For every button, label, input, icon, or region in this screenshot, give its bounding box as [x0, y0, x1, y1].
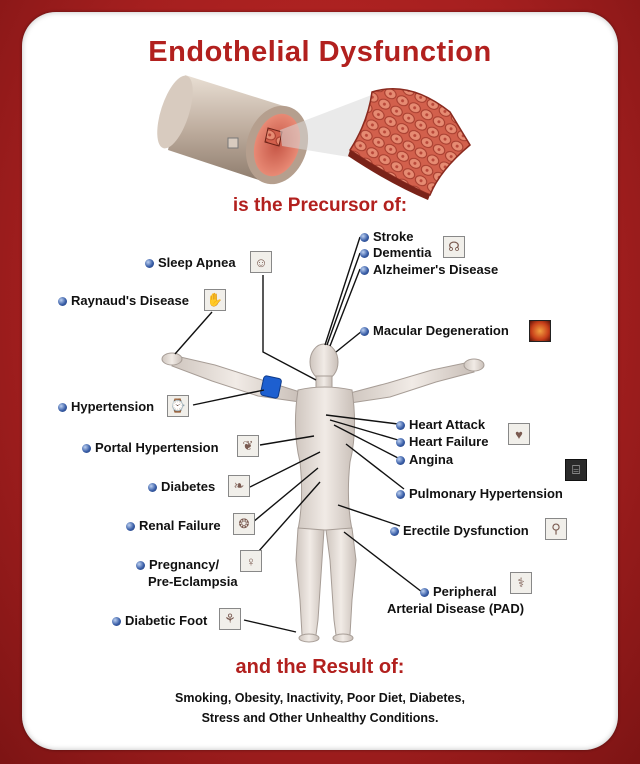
condition-renal-failure: Renal Failure: [126, 518, 221, 534]
sleeping-person-thumbnail-icon: ☺: [250, 251, 272, 273]
heart-thumbnail-icon: ♥: [508, 423, 530, 445]
condition-label: Peripheral: [433, 584, 497, 599]
causes-line-2: Stress and Other Unhealthy Conditions.: [201, 711, 439, 725]
condition-pregnancy: Pregnancy/: [136, 557, 219, 573]
pancreas-thumbnail-icon: ❧: [228, 475, 250, 497]
retina-thumbnail-icon: [529, 320, 551, 342]
bullet-sphere-icon: [360, 266, 369, 275]
condition-diabetes: Diabetes: [148, 479, 215, 495]
page-title: Endothelial Dysfunction: [148, 36, 492, 68]
condition-label: Erectile Dysfunction: [403, 523, 529, 538]
condition-macular-degeneration: Macular Degeneration: [360, 323, 509, 339]
condition-label: Stroke: [373, 229, 414, 244]
condition-label: Heart Attack: [409, 417, 486, 432]
precursor-heading: is the Precursor of:: [232, 195, 408, 216]
blood-vessel-illustration: [157, 75, 309, 185]
condition-hypertension: Hypertension: [58, 399, 154, 415]
condition-peripheral: Peripheral: [420, 584, 497, 600]
liver-thumbnail-icon: ❦: [237, 435, 259, 457]
condition-pre-eclampsia: Pre-Eclampsia: [148, 574, 238, 589]
condition-label: Pregnancy/: [149, 557, 220, 572]
condition-peripheral-arterial-disease: Arterial Disease (PAD): [387, 601, 525, 616]
condition-label: Diabetes: [161, 479, 216, 494]
condition-dementia: Dementia: [360, 245, 432, 261]
blood-pressure-cuff: [260, 375, 282, 399]
bullet-sphere-icon: [126, 522, 135, 531]
condition-alzheimers: Alzheimer's Disease: [360, 262, 498, 278]
condition-label: Hypertension: [71, 399, 155, 414]
condition-portal-hypertension: Portal Hypertension: [82, 440, 219, 456]
condition-label: Alzheimer's Disease: [373, 262, 499, 277]
condition-label: Heart Failure: [409, 434, 489, 449]
result-heading: and the Result of:: [235, 656, 405, 678]
condition-heart-failure: Heart Failure: [396, 434, 488, 450]
legs-thumbnail-icon: ⚕: [510, 572, 532, 594]
bullet-sphere-icon: [360, 233, 369, 242]
condition-sleep-apnea: Sleep Apnea: [145, 255, 236, 271]
anatomy-thumbnail-icon: ⚲: [545, 518, 567, 540]
bullet-sphere-icon: [360, 327, 369, 336]
bullet-sphere-icon: [82, 444, 91, 453]
condition-stroke: Stroke: [360, 229, 413, 245]
condition-erectile-dysfunction: Erectile Dysfunction: [390, 523, 529, 539]
kidney-thumbnail-icon: ❂: [233, 513, 255, 535]
bullet-sphere-icon: [145, 259, 154, 268]
bullet-sphere-icon: [390, 527, 399, 536]
causes-text: Smoking, Obesity, Inactivity, Poor Diet,…: [0, 688, 640, 728]
condition-pulmonary-hypertension: Pulmonary Hypertension: [396, 486, 563, 502]
bullet-sphere-icon: [58, 297, 67, 306]
condition-diabetic-foot: Diabetic Foot: [112, 613, 207, 629]
bullet-sphere-icon: [58, 403, 67, 412]
bullet-sphere-icon: [396, 490, 405, 499]
bullet-sphere-icon: [396, 438, 405, 447]
bullet-sphere-icon: [420, 588, 429, 597]
condition-label: Diabetic Foot: [125, 613, 208, 628]
blood-pressure-monitor-thumbnail-icon: ⌚: [167, 395, 189, 417]
condition-label: Sleep Apnea: [158, 255, 236, 270]
hand-thumbnail-icon: ✋: [204, 289, 226, 311]
bullet-sphere-icon: [136, 561, 145, 570]
condition-raynauds: Raynaud's Disease: [58, 293, 189, 309]
bullet-sphere-icon: [112, 617, 121, 626]
condition-angina: Angina: [396, 452, 453, 468]
brain-scan-thumbnail-icon: ☊: [443, 236, 465, 258]
condition-label: Portal Hypertension: [95, 440, 219, 455]
pregnancy-thumbnail-icon: ♀: [240, 550, 262, 572]
condition-label: Renal Failure: [139, 518, 221, 533]
condition-label: Angina: [409, 452, 454, 467]
bullet-sphere-icon: [148, 483, 157, 492]
bullet-sphere-icon: [396, 456, 405, 465]
endothelium-patch-illustration: [348, 88, 471, 200]
condition-label: Pulmonary Hypertension: [409, 486, 563, 501]
chest-xray-thumbnail-icon: ⌸: [565, 459, 587, 481]
bullet-sphere-icon: [360, 249, 369, 258]
condition-label: Raynaud's Disease: [71, 293, 189, 308]
condition-heart-attack: Heart Attack: [396, 417, 485, 433]
foot-thumbnail-icon: ⚘: [219, 608, 241, 630]
causes-line-1: Smoking, Obesity, Inactivity, Poor Diet,…: [175, 691, 465, 705]
condition-label: Macular Degeneration: [373, 323, 509, 338]
condition-label: Dementia: [373, 245, 432, 260]
connector-lines: [174, 236, 423, 633]
bullet-sphere-icon: [396, 421, 405, 430]
